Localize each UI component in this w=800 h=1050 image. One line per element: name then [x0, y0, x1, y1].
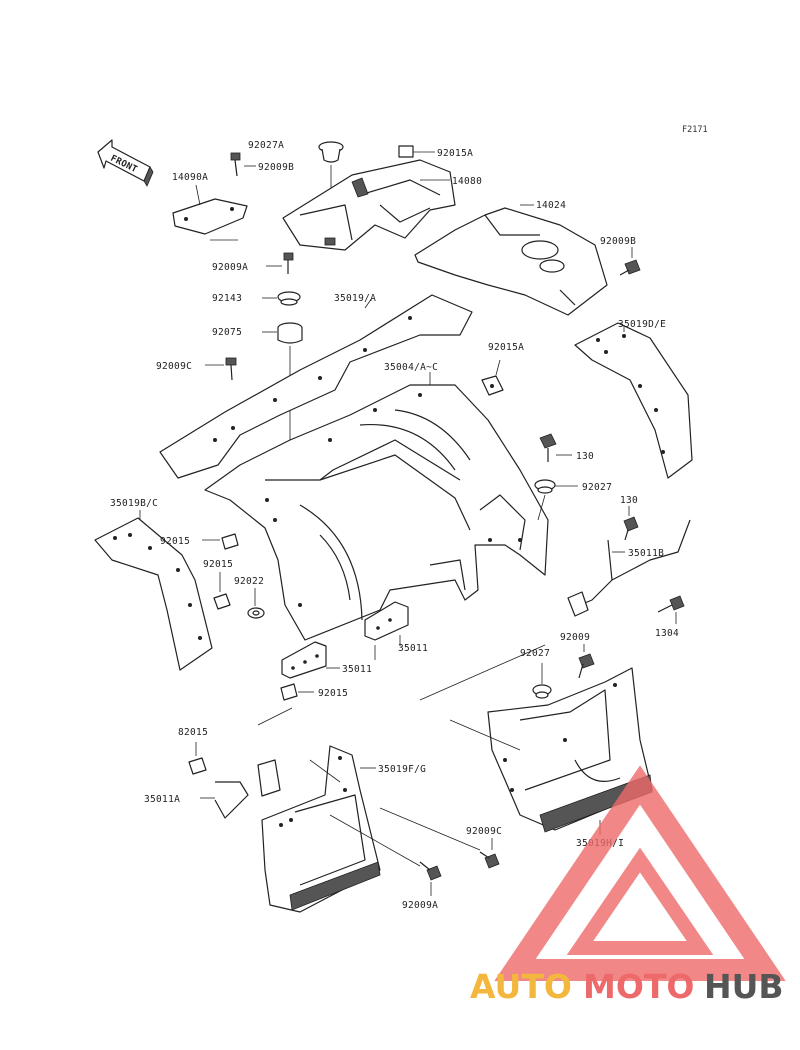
label-35019de: 35019D/E — [618, 319, 666, 330]
label-35019a: 35019/A — [334, 293, 376, 304]
flap-35019de — [574, 322, 693, 479]
label-14080: 14080 — [452, 176, 482, 187]
watermark-auto: AUTO — [470, 967, 572, 1006]
label-92027: 92027 — [582, 482, 612, 493]
nut-92015-a — [202, 533, 239, 550]
grommet-92143 — [262, 291, 301, 306]
label-92143: 92143 — [212, 293, 242, 304]
construction-lines — [257, 644, 546, 867]
part-labels: 92027A 92009B 92015A 14090A 14080 14024 … — [110, 140, 679, 911]
nut-82015 — [188, 742, 207, 775]
label-92015-a: 92015 — [160, 536, 190, 547]
label-130-b: 130 — [620, 495, 638, 506]
label-92022: 92022 — [234, 576, 264, 587]
label-92009b-right: 92009B — [600, 236, 636, 247]
watermark-moto: MOTO — [583, 967, 694, 1006]
nut-92015-c — [280, 683, 314, 701]
bolt-92009b-top — [230, 152, 256, 177]
label-35011-b: 35011 — [398, 643, 428, 654]
bracket-35011b — [567, 519, 691, 617]
bracket-35011-b — [364, 601, 409, 660]
bracket-35011-a — [281, 641, 340, 679]
panel-14024 — [414, 204, 608, 316]
label-35004ac: 35004/A~C — [384, 362, 438, 373]
figure-reference: F2171 — [682, 125, 708, 135]
label-92015a-top: 92015A — [437, 148, 473, 159]
bolt-92009a-top — [266, 252, 294, 274]
bolt-130-a — [539, 433, 572, 462]
label-82015: 82015 — [178, 727, 208, 738]
label-35011-a: 35011 — [342, 664, 372, 675]
label-92009a-top: 92009A — [212, 262, 248, 273]
bolt-130-b — [623, 506, 639, 541]
label-92027-b: 92027 — [520, 648, 550, 659]
label-92075: 92075 — [212, 327, 242, 338]
nut-92015a-mid — [481, 359, 504, 396]
bolt-92009c-bottom — [479, 838, 500, 869]
bolt-1304 — [657, 595, 685, 624]
bracket-14090a — [172, 184, 248, 241]
triangle-logo-icon — [494, 765, 786, 981]
grommet-92027-b — [532, 663, 552, 699]
bolt-92009 — [578, 644, 595, 679]
watermark-logo: AUTO MOTO HUB — [470, 765, 786, 1006]
label-14090a: 14090A — [172, 172, 208, 183]
watermark-hub: HUB — [704, 967, 784, 1006]
bolt-92009a-bottom — [419, 861, 442, 896]
label-130-a: 130 — [576, 451, 594, 462]
label-92015-c: 92015 — [318, 688, 348, 699]
washer-92022 — [247, 588, 265, 619]
label-1304: 1304 — [655, 628, 679, 639]
flap-35019bc — [94, 510, 213, 671]
label-92015a-mid: 92015A — [488, 342, 524, 353]
label-35019bc: 35019B/C — [110, 498, 158, 509]
nut-92015-b — [213, 572, 231, 610]
label-14024: 14024 — [536, 200, 566, 211]
label-92009a-bottom: 92009A — [402, 900, 438, 911]
label-92009b-top: 92009B — [258, 162, 294, 173]
cover-14080 — [282, 145, 456, 251]
front-arrow-icon: FRONT — [97, 139, 154, 187]
label-92027a: 92027A — [248, 140, 284, 151]
grommet-92027 — [534, 479, 578, 521]
fender-35004 — [204, 372, 549, 641]
label-92009c-bottom: 92009C — [466, 826, 502, 837]
bolt-92009b-right — [619, 247, 641, 276]
label-35011a: 35011A — [144, 794, 180, 805]
mudguard-35019fg — [261, 745, 381, 913]
label-92015-b: 92015 — [203, 559, 233, 570]
label-35011b: 35011B — [628, 548, 664, 559]
bolt-92009c-left — [205, 357, 237, 381]
bracket-35011a — [200, 759, 281, 819]
flap-35019a — [159, 294, 473, 479]
label-92009c-left: 92009C — [156, 361, 192, 372]
damper-92075 — [262, 322, 303, 500]
label-92009: 92009 — [560, 632, 590, 643]
label-35019fg: 35019F/G — [378, 764, 426, 775]
